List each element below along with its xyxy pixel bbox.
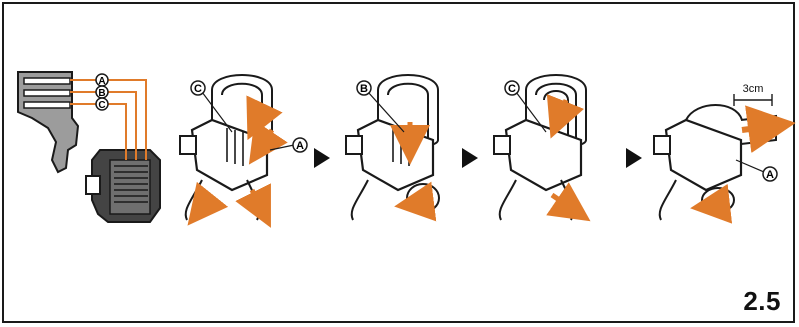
- measurement-bracket: 3cm: [734, 83, 772, 106]
- callout-c-step1-text: C: [194, 83, 202, 95]
- clip-part: [18, 72, 78, 172]
- callout-b-step2-text: B: [360, 83, 368, 95]
- next-step-arrow-1: [314, 148, 330, 168]
- callout-c-step1: C: [191, 81, 205, 95]
- callout-c-text: C: [98, 100, 105, 111]
- callout-a-overview: A: [96, 74, 108, 87]
- step-panel-3: C: [494, 75, 586, 220]
- callout-a-step1: A: [293, 138, 307, 152]
- callout-c-overview: C: [96, 98, 108, 111]
- callout-b-step2: B: [357, 81, 371, 95]
- callout-c-step3: C: [505, 81, 519, 95]
- callout-b-overview: B: [96, 86, 108, 99]
- buckle-part: [86, 150, 160, 222]
- callout-a-step1-text: A: [296, 140, 304, 152]
- step-number: 2.5: [743, 286, 781, 317]
- next-step-arrow-3: [626, 148, 642, 168]
- next-step-arrow-2: [462, 148, 478, 168]
- step-panel-2: B: [346, 75, 439, 220]
- step-panel-4: 3cm A: [654, 83, 777, 220]
- component-overview: A B C: [18, 72, 160, 222]
- callout-a-step4-text: A: [766, 169, 774, 181]
- measurement-label: 3cm: [743, 83, 764, 95]
- callout-a-step4: A: [763, 167, 777, 181]
- callout-c-step3-text: C: [508, 83, 516, 95]
- step-panel-1: C A: [180, 75, 307, 220]
